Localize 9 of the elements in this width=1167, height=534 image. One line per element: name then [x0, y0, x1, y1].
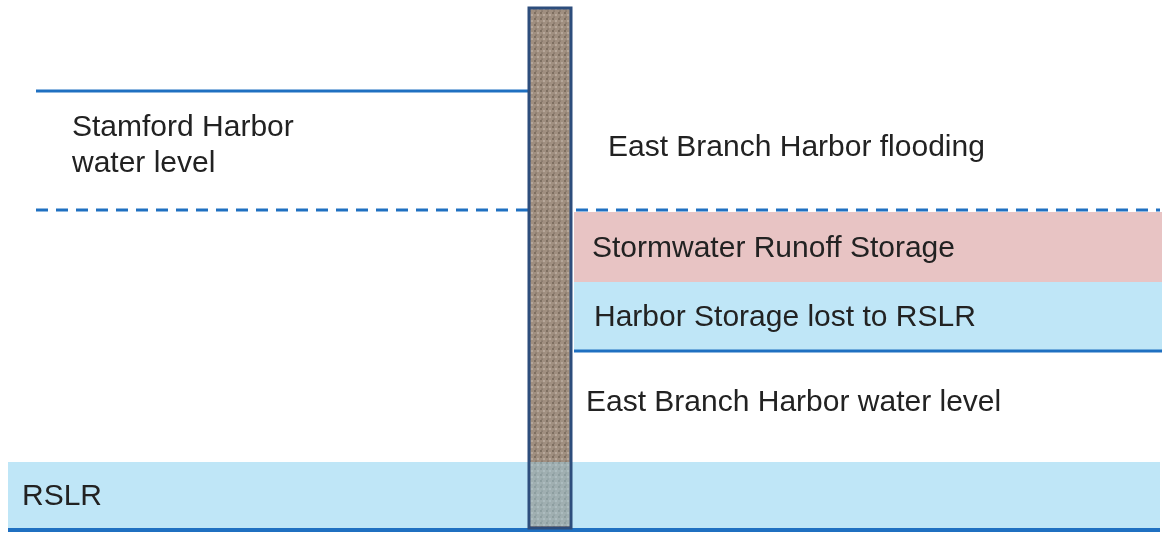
band-label: Harbor Storage lost to RSLR — [594, 298, 976, 334]
water-level-label: East Branch Harbor flooding — [608, 128, 986, 164]
water-level-label: East Branch Harbor water level — [586, 383, 1003, 419]
band-label: Stormwater Runoff Storage — [592, 229, 955, 265]
band-label: RSLR — [22, 477, 103, 513]
water-level-label: Stamford Harbor water level — [72, 108, 295, 180]
sea-level-band — [8, 462, 1160, 528]
storage-band — [574, 282, 1162, 350]
storage-band — [574, 212, 1162, 282]
